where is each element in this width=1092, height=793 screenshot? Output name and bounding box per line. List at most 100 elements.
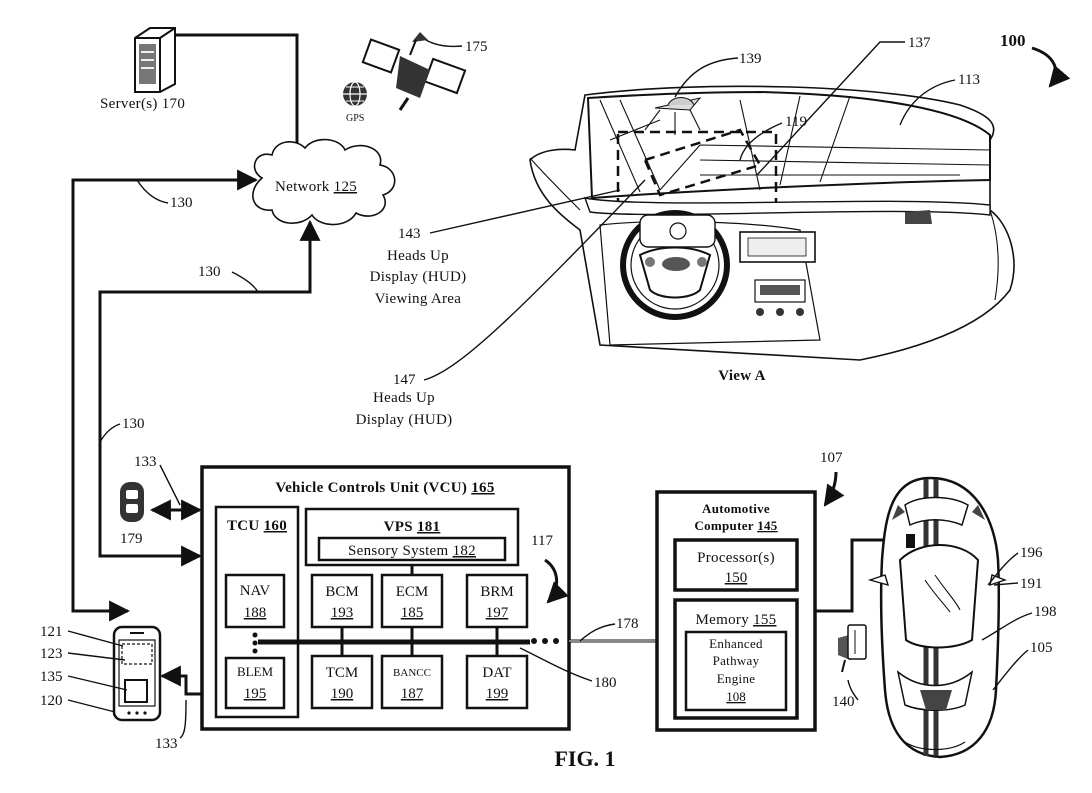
engine-line-1: Enhanced <box>709 636 763 651</box>
leader-191 <box>993 582 1019 586</box>
phone-holder-icon <box>838 624 867 673</box>
bcm-box <box>310 573 374 629</box>
server-label: Server(s) 170 <box>100 96 185 112</box>
ref-137: 137 <box>908 35 931 51</box>
hud-line-2: Display (HUD) <box>356 412 453 428</box>
bancc-box <box>380 654 444 710</box>
hud-area-line-1: Heads Up <box>387 248 449 264</box>
hud-area-line-2: Display (HUD) <box>370 269 467 285</box>
bancc-label: BANCC <box>393 667 431 679</box>
bcm-label: BCM <box>325 584 358 600</box>
processor-box <box>673 538 799 592</box>
nav-box <box>224 573 286 629</box>
leader-198 <box>981 612 1033 641</box>
hud-area-line-3: Viewing Area <box>375 291 461 307</box>
leader-143 <box>429 189 621 234</box>
engine-ref: 108 <box>726 689 746 704</box>
bcm-ref: 193 <box>331 605 354 621</box>
memory-label: Memory 155 <box>696 612 777 628</box>
brm-ref: 197 <box>486 605 509 621</box>
ref-191: 191 <box>1020 576 1043 592</box>
arrow-100 <box>1031 46 1071 88</box>
satellite-icon <box>361 32 467 111</box>
ref-100: 100 <box>1000 31 1026 50</box>
leader-178 <box>579 623 616 642</box>
dat-label: DAT <box>482 665 511 681</box>
hud-line-1: Heads Up <box>373 390 435 406</box>
brm-box <box>465 573 529 629</box>
mobile-device-icon <box>112 625 162 722</box>
ref-105: 105 <box>1030 640 1053 656</box>
server-icon <box>134 27 176 93</box>
leader-119 <box>739 122 783 161</box>
link-computer-vehicle <box>815 538 910 613</box>
leader-180 <box>519 647 593 682</box>
blem-ref: 195 <box>244 686 267 702</box>
sensory-system-box <box>317 536 507 562</box>
view-a-cabin-illustration <box>529 85 1015 361</box>
computer-title-2: Computer 145 <box>694 518 777 533</box>
ecm-ref: 185 <box>401 605 424 621</box>
processor-label: Processor(s) <box>697 550 775 566</box>
leader-133a <box>159 464 181 506</box>
dat-ref: 199 <box>486 686 509 702</box>
link-tcu-network <box>98 219 321 567</box>
figure-label: FIG. 1 <box>554 746 615 771</box>
engine-line-3: Engine <box>717 671 756 686</box>
ref-130-a: 130 <box>170 195 193 211</box>
pathway-engine-box <box>684 630 788 712</box>
ref-113: 113 <box>958 72 980 88</box>
ecm-label: ECM <box>396 584 429 600</box>
arrow-117 <box>544 558 569 604</box>
tcm-box <box>310 654 374 710</box>
ref-107: 107 <box>820 450 843 466</box>
link-mobile-network <box>71 169 259 622</box>
leader-130a <box>136 179 169 204</box>
leader-105 <box>992 649 1029 691</box>
leader-140 <box>847 679 859 701</box>
gps-label: GPS <box>346 113 364 124</box>
ref-175: 175 <box>465 39 488 55</box>
ref-135: 135 <box>40 669 63 685</box>
leader-139 <box>674 57 739 98</box>
blem-label: BLEM <box>237 664 274 679</box>
nav-label: NAV <box>240 583 271 599</box>
tcu-label: TCU 160 <box>227 518 287 534</box>
sensor-module <box>906 534 915 548</box>
ref-130-c: 130 <box>122 416 145 432</box>
key-fob-icon <box>120 482 144 522</box>
sensory-system-label: Sensory System 182 <box>348 543 476 559</box>
vps-label: VPS 181 <box>384 519 441 535</box>
ref-117: 117 <box>531 533 553 549</box>
gps-globe-icon <box>343 81 367 107</box>
ref-180: 180 <box>594 675 617 691</box>
leader-137 <box>756 41 905 176</box>
ref-139: 139 <box>739 51 762 67</box>
ref-119: 119 <box>785 114 807 130</box>
dat-box <box>465 654 529 710</box>
view-a-title: View A <box>718 368 766 384</box>
ref-140: 140 <box>832 694 855 710</box>
brm-label: BRM <box>480 584 513 600</box>
ref-120: 120 <box>40 693 63 709</box>
tcm-label: TCM <box>326 665 359 681</box>
vehicle-top-view-illustration <box>867 476 1008 759</box>
ref-196: 196 <box>1020 545 1043 561</box>
leader-113 <box>899 79 956 126</box>
bancc-ref: 187 <box>401 686 424 702</box>
network-label: Network 125 <box>275 179 357 195</box>
tcm-ref: 190 <box>331 686 354 702</box>
ref-130-b: 130 <box>198 264 221 280</box>
ecm-box <box>380 573 444 629</box>
leader-147 <box>423 179 646 381</box>
ref-179: 179 <box>120 531 143 547</box>
ref-121: 121 <box>40 624 63 640</box>
leader-130b <box>231 271 259 293</box>
leader-175 <box>425 39 463 48</box>
leader-133b <box>179 699 187 739</box>
vcu-title: Vehicle Controls Unit (VCU) 165 <box>275 480 494 496</box>
nav-ref: 188 <box>244 605 267 621</box>
ref-143: 143 <box>398 226 421 242</box>
engine-line-2: Pathway <box>713 653 760 668</box>
